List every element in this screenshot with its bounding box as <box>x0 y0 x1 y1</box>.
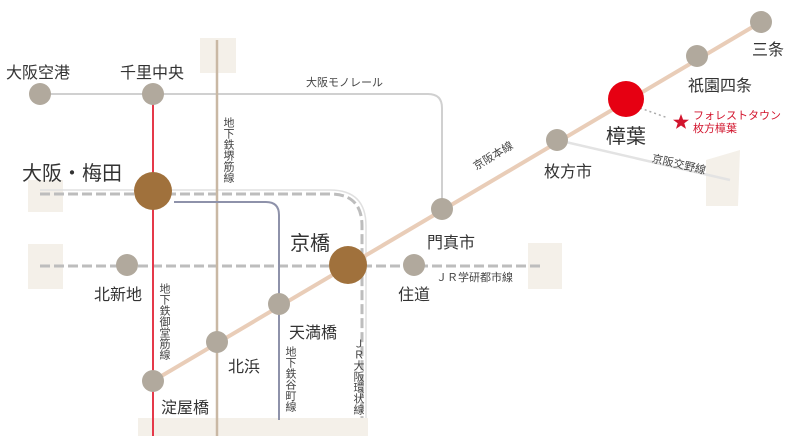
station-label-tenmabashi: 天満橋 <box>289 323 338 342</box>
station-label-yodoyabashi: 淀屋橋 <box>161 398 210 417</box>
station-label-hirakatashi: 枚方市 <box>544 162 593 181</box>
station-label-kyobashi: 京橋 <box>290 231 330 255</box>
station-dot-kadomashi <box>431 198 453 220</box>
station-dot-kitahama <box>206 331 228 353</box>
jr-loop-line <box>40 192 364 418</box>
station-dot-senri-chuo <box>142 83 164 105</box>
star-icon <box>673 114 689 129</box>
station-dot-hirakatashi <box>546 129 568 151</box>
station-label-kitashinchi: 北新地 <box>94 285 143 304</box>
line-end-fade <box>138 418 368 436</box>
line-label-jr-gakkentoshi: ＪＲ学研都市線 <box>436 271 513 284</box>
station-label-osaka-umeda: 大阪・梅田 <box>22 161 122 185</box>
destination-label-line1: フォレストタウン <box>693 109 781 122</box>
osaka-monorail-line <box>40 93 443 208</box>
station-label-kadomashi: 門真市 <box>427 233 476 252</box>
station-dot-sanjo <box>750 11 772 33</box>
station-dot-kitashinchi <box>116 254 138 276</box>
station-dot-osaka-umeda <box>134 172 172 210</box>
line-label-tanimachi: 地下鉄谷町線 <box>284 346 297 412</box>
line-label-osaka-monorail: 大阪モノレール <box>306 76 383 89</box>
station-dot-osaka-airport <box>29 83 51 105</box>
station-dot-tenmabashi <box>268 293 290 315</box>
station-label-osaka-airport: 大阪空港 <box>6 63 71 82</box>
station-label-sanjo: 三条 <box>752 40 785 59</box>
station-dot-kyobashi <box>329 246 367 284</box>
station-label-senri-chuo: 千里中央 <box>120 63 185 82</box>
destination-label-line2: 枚方樟葉 <box>693 122 737 135</box>
tanimachi-line <box>174 201 280 420</box>
line-label-midosuji: 地下鉄御堂筋線 <box>158 283 171 360</box>
line-end-fade <box>28 180 63 212</box>
station-label-kuzuha: 樟葉 <box>606 124 646 148</box>
jr-loop-line-edge <box>40 189 367 418</box>
station-dot-sumimichi <box>403 254 425 276</box>
keihan-main-line <box>151 20 763 383</box>
keihan-katano-line <box>556 138 731 182</box>
station-dot-yodoyabashi <box>142 370 164 392</box>
destination-label: フォレストタウン 枚方樟葉 <box>693 109 781 135</box>
station-dot-kuzuha <box>608 81 644 117</box>
line-label-sakaisuji: 地下鉄堺筋線 <box>222 117 235 183</box>
destination-connector <box>639 107 669 119</box>
station-label-gion-shijo: 祇園四条 <box>688 76 753 95</box>
station-label-sumimichi: 住道 <box>398 285 431 304</box>
station-label-kitahama: 北浜 <box>228 357 261 376</box>
station-dot-gion-shijo <box>686 45 708 67</box>
line-label-jr-loop: ＪＲ大阪環状線 <box>352 338 365 415</box>
